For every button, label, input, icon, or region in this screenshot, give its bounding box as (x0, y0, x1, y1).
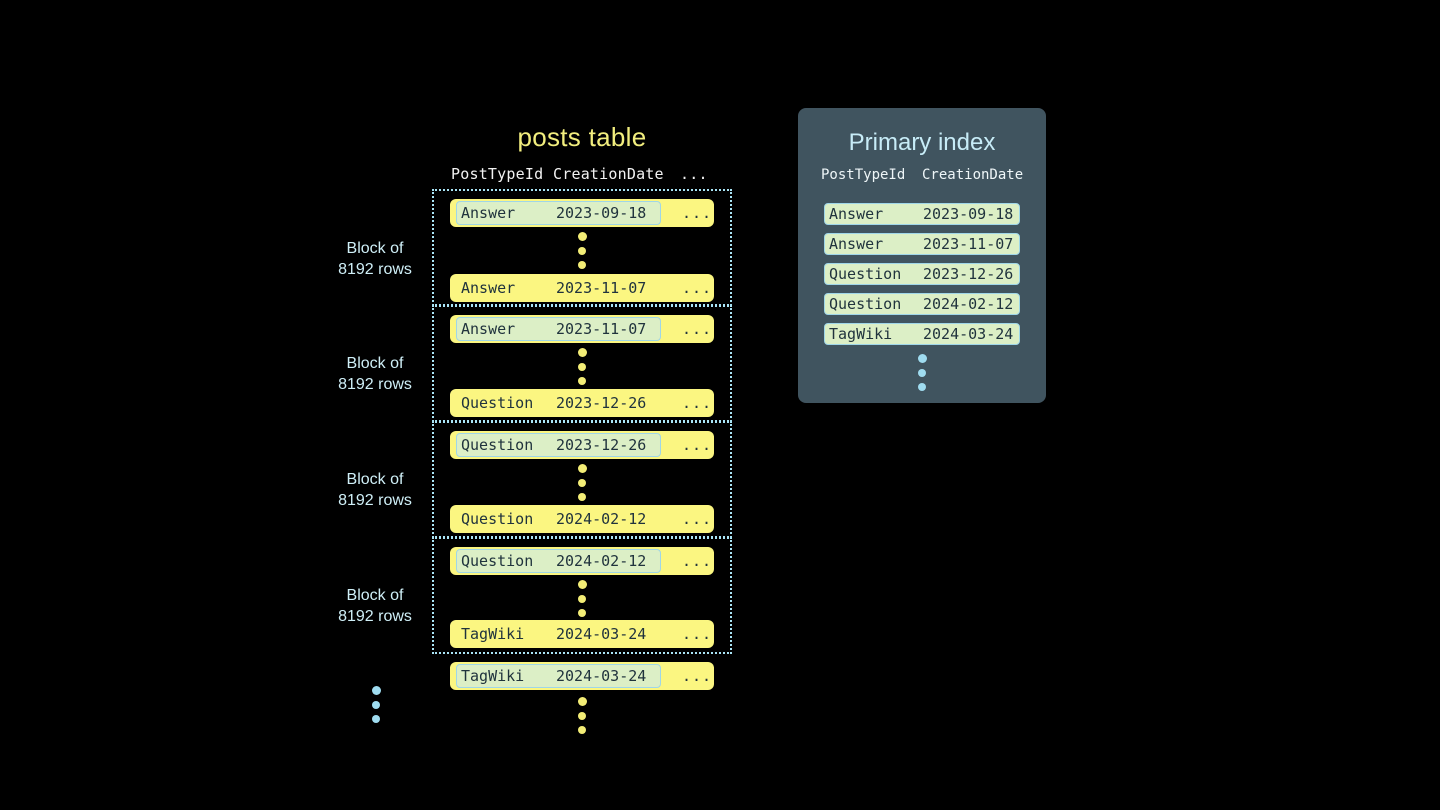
cell-creationdate: 2024-03-24 (556, 625, 647, 643)
cell-creationdate: 2023-12-26 (556, 436, 647, 454)
block-2-label-line2: 8192 rows (338, 376, 412, 393)
index-column-header-posttypeid: PostTypeId (821, 167, 906, 183)
cell-creationdate: 2024-02-12 (556, 510, 647, 528)
column-header-more: ... (680, 165, 708, 183)
cell-creationdate: 2024-03-24 (556, 667, 647, 685)
row-ellipsis (577, 580, 587, 617)
cell-posttypeid: Answer (461, 204, 516, 222)
cell-posttypeid: TagWiki (461, 625, 525, 643)
index-cell-creationdate: 2023-12-26 (923, 265, 1014, 283)
index-column-header-creationdate: CreationDate (922, 167, 1024, 183)
index-row: TagWiki 2024-03-24 (824, 323, 1020, 345)
index-cell-posttypeid: Answer (829, 235, 884, 253)
column-header-posttypeid: PostTypeId (451, 165, 544, 183)
row-cells: Question 2024-02-12 (456, 507, 661, 531)
column-header-creationdate: CreationDate (553, 165, 664, 183)
index-row: Question 2024-02-12 (824, 293, 1020, 315)
table-row: Question 2024-02-12 ... (450, 547, 714, 575)
cell-more: ... (682, 320, 713, 338)
index-cell-creationdate: 2024-03-24 (923, 325, 1014, 343)
cell-more: ... (682, 436, 713, 454)
cell-more: ... (682, 204, 713, 222)
index-cell-creationdate: 2023-11-07 (923, 235, 1014, 253)
block-1-label-line2: 8192 rows (338, 261, 412, 278)
index-cell-creationdate: 2023-09-18 (923, 205, 1014, 223)
cell-more: ... (682, 552, 713, 570)
cell-more: ... (682, 510, 713, 528)
block-4-label-line1: Block of (346, 587, 404, 604)
row-cells: Answer 2023-11-07 (456, 276, 661, 300)
cell-posttypeid: Question (461, 394, 534, 412)
index-bottom-ellipsis (917, 354, 927, 391)
index-cell-posttypeid: Answer (829, 205, 884, 223)
cell-creationdate: 2023-11-07 (556, 279, 647, 297)
block-4 (432, 537, 732, 654)
block-4-label-line2: 8192 rows (338, 608, 412, 625)
cell-posttypeid: Answer (461, 320, 516, 338)
cell-more: ... (682, 667, 713, 685)
table-row: Answer 2023-09-18 ... (450, 199, 714, 227)
cell-more: ... (682, 394, 713, 412)
table-row: Question 2024-02-12 ... (450, 505, 714, 533)
cell-posttypeid: Answer (461, 279, 516, 297)
table-row: Question 2023-12-26 ... (450, 431, 714, 459)
block-3-label-line1: Block of (346, 471, 404, 488)
index-cell-posttypeid: Question (829, 265, 902, 283)
primary-index-title: Primary index (848, 129, 996, 156)
index-row: Answer 2023-11-07 (824, 233, 1020, 255)
index-cell-posttypeid: TagWiki (829, 325, 893, 343)
blocks-bottom-ellipsis (371, 686, 381, 723)
row-cells: Answer 2023-11-07 (456, 317, 661, 341)
index-cell-creationdate: 2024-02-12 (923, 295, 1014, 313)
table-row: Answer 2023-11-07 ... (450, 274, 714, 302)
row-cells: TagWiki 2024-03-24 (456, 664, 661, 688)
row-cells: Question 2023-12-26 (456, 433, 661, 457)
block-3-label-line2: 8192 rows (338, 492, 412, 509)
posts-table-column-headers: PostTypeId CreationDate ... (432, 165, 732, 185)
index-row: Question 2023-12-26 (824, 263, 1020, 285)
table-row: Answer 2023-11-07 ... (450, 315, 714, 343)
row-ellipsis (577, 348, 587, 385)
block-2-label: Block of 8192 rows (320, 353, 430, 395)
row-cells: Answer 2023-09-18 (456, 201, 661, 225)
block-3-label: Block of 8192 rows (320, 469, 430, 511)
block-1-label-line1: Block of (346, 240, 404, 257)
table-row-trailing: TagWiki 2024-03-24 ... (450, 662, 714, 690)
cell-more: ... (682, 625, 713, 643)
table-row: TagWiki 2024-03-24 ... (450, 620, 714, 648)
cell-more: ... (682, 279, 713, 297)
cell-creationdate: 2023-12-26 (556, 394, 647, 412)
block-1-label: Block of 8192 rows (320, 238, 430, 280)
cell-creationdate: 2023-09-18 (556, 204, 647, 222)
cell-creationdate: 2024-02-12 (556, 552, 647, 570)
posts-table-title: posts table (517, 122, 647, 152)
block-2-label-line1: Block of (346, 355, 404, 372)
row-cells: Question 2024-02-12 (456, 549, 661, 573)
block-4-label: Block of 8192 rows (320, 585, 430, 627)
cell-posttypeid: TagWiki (461, 667, 525, 685)
table-bottom-ellipsis (577, 697, 587, 734)
row-ellipsis (577, 464, 587, 501)
index-row: Answer 2023-09-18 (824, 203, 1020, 225)
primary-index-panel: Primary index PostTypeId CreationDate An… (798, 108, 1046, 403)
row-cells: TagWiki 2024-03-24 (456, 622, 661, 646)
primary-index-column-headers: PostTypeId CreationDate (798, 167, 1046, 187)
index-cell-posttypeid: Question (829, 295, 902, 313)
table-row: Question 2023-12-26 ... (450, 389, 714, 417)
cell-posttypeid: Question (461, 552, 534, 570)
row-cells: Question 2023-12-26 (456, 391, 661, 415)
cell-posttypeid: Question (461, 510, 534, 528)
cell-creationdate: 2023-11-07 (556, 320, 647, 338)
cell-posttypeid: Question (461, 436, 534, 454)
row-ellipsis (577, 232, 587, 269)
